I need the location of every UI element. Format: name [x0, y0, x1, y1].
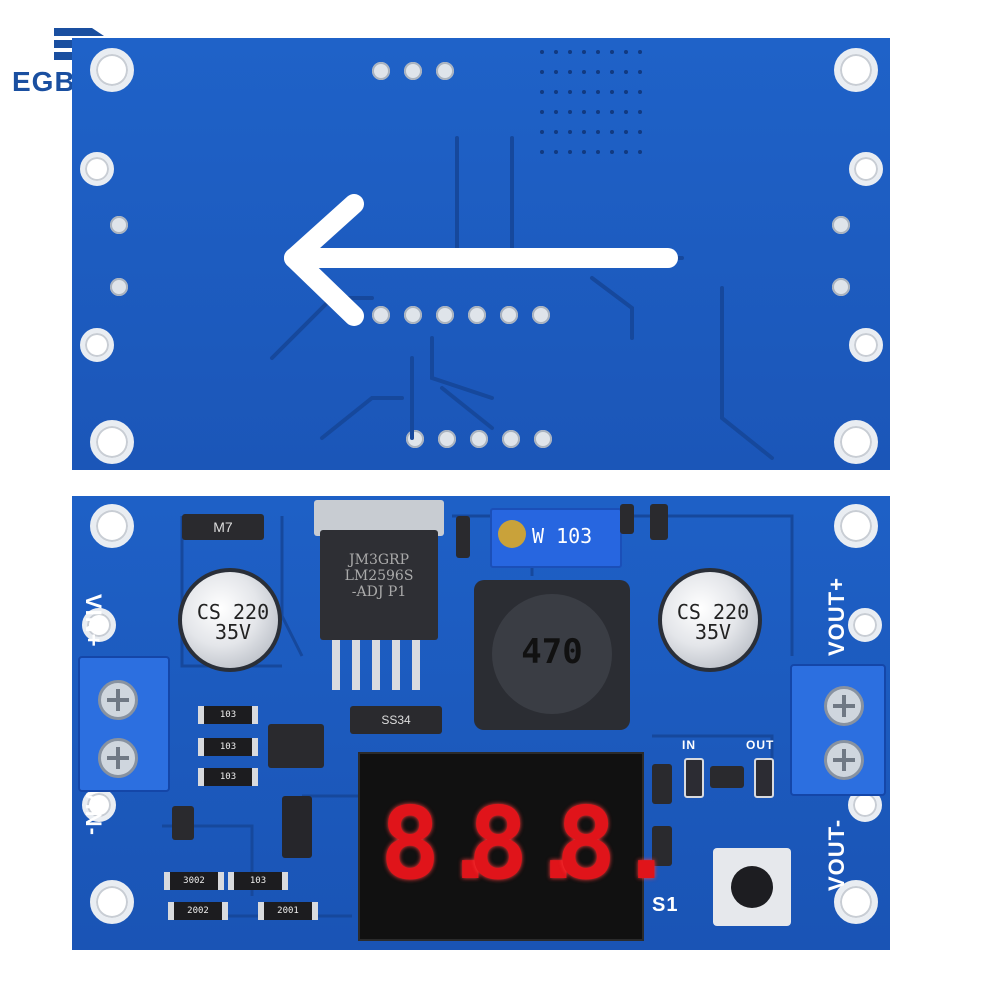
electrolytic-capacitor-left: CS 220 35V: [178, 568, 282, 672]
mount-hole-small: [848, 608, 882, 642]
transistor: [268, 724, 324, 768]
left-arrow-icon: [284, 194, 678, 326]
screw-icon[interactable]: [98, 738, 138, 778]
smd-resistor: 103: [198, 738, 258, 756]
mount-hole: [834, 504, 878, 548]
s1-push-button[interactable]: [713, 848, 791, 926]
cap-label: CS: [676, 600, 701, 624]
mount-hole: [90, 420, 134, 464]
vout-minus-label: VOUT-: [824, 818, 849, 891]
pcb-back-side: [72, 38, 890, 470]
smd-resistor: 103: [228, 872, 288, 890]
regulator-marking-2: LM2596S: [344, 568, 414, 584]
diode-marking: M7: [213, 519, 233, 535]
smd-component: [652, 764, 672, 804]
cap-label: 35V: [694, 620, 732, 644]
smd-component: [456, 516, 470, 558]
pcb-front-side: VIN+ VIN- VOUT+ VOUT- IN OUT S1 M7 JM3GR…: [72, 496, 890, 950]
regulator-marking-3: -ADJ P1: [351, 584, 407, 600]
trim-potentiometer[interactable]: W 103: [490, 508, 622, 568]
vin-plus-label: VIN+: [81, 594, 106, 648]
pot-screw-icon[interactable]: [498, 520, 526, 548]
smd-resistor: 3002: [164, 872, 224, 890]
inductor: 470: [474, 580, 630, 730]
display-digit-3: 8.: [556, 785, 677, 902]
mount-hole-small: [82, 608, 116, 642]
cap-label: CS: [196, 600, 221, 624]
mount-hole: [834, 880, 878, 924]
led-in-label: IN: [682, 738, 696, 752]
smd-resistor: 103: [198, 768, 258, 786]
smd-resistor: 2002: [168, 902, 228, 920]
screw-icon[interactable]: [824, 686, 864, 726]
tantalum-capacitor: [282, 796, 312, 858]
input-terminal-block[interactable]: [78, 656, 170, 792]
output-terminal-block[interactable]: [790, 664, 886, 796]
schottky-marking: SS34: [381, 713, 411, 727]
mount-hole: [90, 48, 134, 92]
mount-hole: [834, 420, 878, 464]
solder-pad: [832, 278, 850, 296]
terminal-hole: [849, 328, 883, 362]
vin-minus-label: VIN-: [81, 788, 106, 836]
smd-resistor-small: [710, 766, 744, 788]
vout-plus-label: VOUT+: [824, 577, 849, 656]
led-in: [684, 758, 704, 798]
terminal-hole: [80, 328, 114, 362]
cap-label: 220: [233, 600, 270, 624]
cap-label: 35V: [214, 620, 252, 644]
pcb-traces: [270, 50, 774, 460]
mount-hole: [90, 504, 134, 548]
led-out-label: OUT: [746, 738, 775, 752]
display-digit-2: 8.: [468, 785, 589, 902]
lm2596-regulator: JM3GRP LM2596S -ADJ P1: [314, 500, 444, 696]
smd-resistor: 2001: [258, 902, 318, 920]
smd-resistor: 103: [198, 706, 258, 724]
solder-pad: [110, 216, 128, 234]
seven-segment-display: 8. 8. 8.: [358, 752, 677, 941]
inductor-marking: 470: [521, 632, 583, 672]
electrolytic-capacitor-right: CS 220 35V: [658, 568, 762, 672]
sot-transistor: [172, 806, 194, 840]
terminal-hole: [849, 152, 883, 186]
mount-hole: [90, 880, 134, 924]
switch-label: S1: [652, 894, 679, 916]
terminal-hole: [80, 152, 114, 186]
screw-icon[interactable]: [824, 740, 864, 780]
regulator-marking-1: JM3GRP: [349, 552, 409, 568]
screw-icon[interactable]: [98, 680, 138, 720]
led-out: [754, 758, 774, 798]
mount-hole: [834, 48, 878, 92]
smd-component: [650, 504, 668, 540]
solder-pad: [110, 278, 128, 296]
schottky-diode: SS34: [350, 706, 442, 734]
display-digit-1: 8.: [380, 785, 501, 902]
smd-component: [620, 504, 634, 534]
smd-component: [652, 826, 672, 866]
button-cap[interactable]: [731, 866, 773, 908]
cap-label: 220: [713, 600, 750, 624]
diode-m7: M7: [182, 514, 264, 540]
pot-marking: W 103: [532, 524, 593, 548]
solder-pad: [832, 216, 850, 234]
